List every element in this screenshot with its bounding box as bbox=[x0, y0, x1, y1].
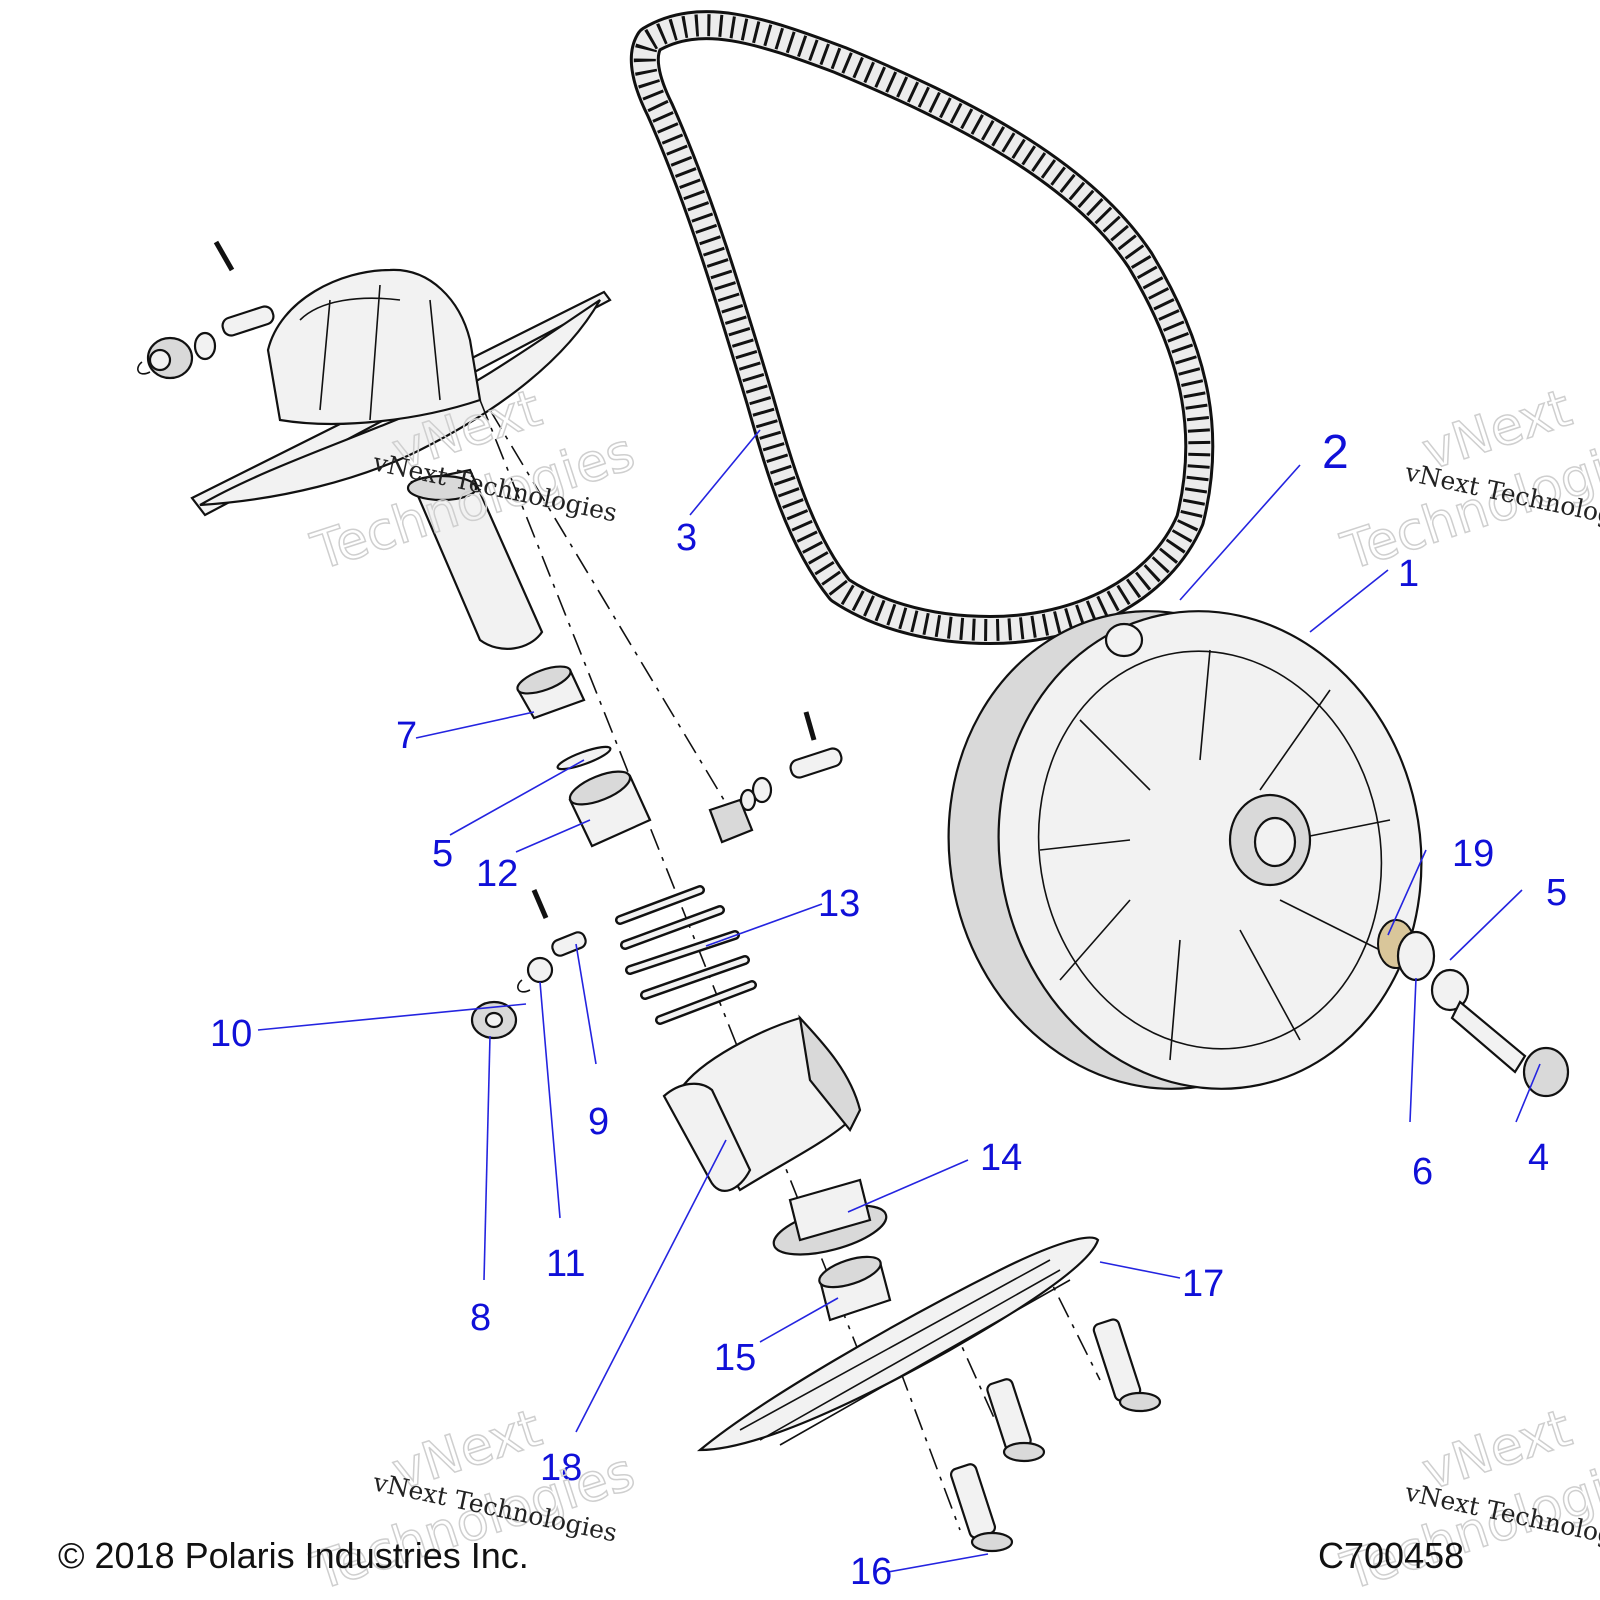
spring-13 bbox=[615, 885, 757, 1025]
callout-2: 2 bbox=[1322, 426, 1349, 479]
movable-sheave bbox=[190, 268, 612, 650]
callout-17: 17 bbox=[1182, 1263, 1224, 1305]
axis-line-bolt-1 bbox=[899, 1369, 961, 1531]
figure-id: C700458 bbox=[1318, 1535, 1465, 1576]
clutch-bolt-stack bbox=[1377, 919, 1570, 1098]
callout-12: 12 bbox=[476, 853, 518, 895]
washer-5-right bbox=[1430, 968, 1470, 1012]
washer-5-left bbox=[556, 745, 612, 771]
callout-7: 7 bbox=[396, 715, 417, 757]
callout-9: 9 bbox=[588, 1101, 609, 1143]
callout-5-left: 5 bbox=[432, 833, 453, 875]
callout-16: 16 bbox=[850, 1551, 892, 1593]
leader-lines bbox=[257, 429, 1541, 1573]
axis-line-left bbox=[479, 399, 871, 1381]
spider-18 bbox=[662, 1014, 862, 1192]
callout-14: 14 bbox=[980, 1137, 1022, 1179]
fixed-sheave-17 bbox=[696, 1236, 1100, 1452]
bolts-16 bbox=[949, 1318, 1162, 1553]
spacer-12 bbox=[568, 770, 652, 848]
callout-8: 8 bbox=[470, 1297, 491, 1339]
bolt-4 bbox=[1450, 1000, 1527, 1074]
callout-10: 10 bbox=[210, 1013, 252, 1055]
callout-4: 4 bbox=[1528, 1137, 1549, 1179]
driven-clutch-1 bbox=[947, 610, 1423, 1090]
sheave-roller-hardware-center bbox=[708, 711, 843, 844]
callout-5-right: 5 bbox=[1546, 872, 1567, 914]
bushing-7 bbox=[516, 665, 586, 720]
pin-hardware-left bbox=[470, 889, 587, 1040]
callout-11: 11 bbox=[546, 1243, 585, 1285]
callout-labels: 1 2 3 4 5 5 6 7 8 9 10 11 12 13 14 15 16… bbox=[210, 426, 1567, 1593]
copyright-notice: © 2018 Polaris Industries Inc. bbox=[58, 1535, 529, 1576]
callout-13: 13 bbox=[818, 883, 860, 925]
callout-19: 19 bbox=[1452, 833, 1494, 875]
spacer-15 bbox=[818, 1255, 892, 1322]
washer-6 bbox=[1396, 930, 1436, 982]
callout-6: 6 bbox=[1412, 1151, 1433, 1193]
sheave-roller-hardware bbox=[137, 240, 275, 380]
bushing-14 bbox=[772, 1178, 888, 1256]
axis-line-center bbox=[489, 409, 731, 811]
drive-belt bbox=[629, 10, 1215, 645]
callout-3: 3 bbox=[676, 517, 697, 559]
callout-15: 15 bbox=[714, 1337, 756, 1379]
callout-1: 1 bbox=[1398, 553, 1419, 595]
callout-18: 18 bbox=[540, 1447, 582, 1489]
